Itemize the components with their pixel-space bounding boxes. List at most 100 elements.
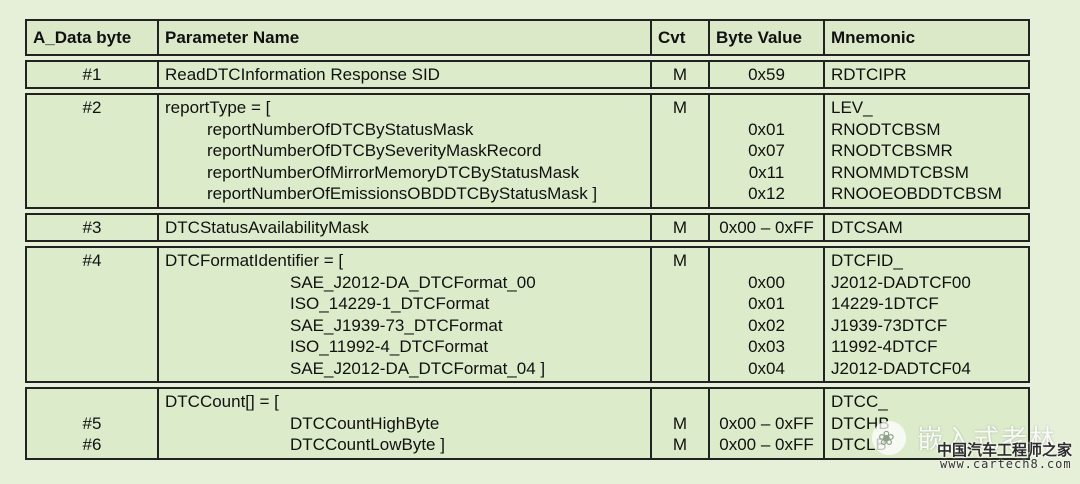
value-line: 0x00 – 0xFF	[719, 435, 814, 454]
cvt-line: M	[672, 435, 688, 454]
cell-mnemonic: DTCC_ DTCHB DTCLB	[823, 387, 1030, 460]
mnemonic-line: DTCC_	[831, 392, 888, 411]
header-mnemonic: Mnemonic	[823, 19, 1030, 56]
byte-line: #3	[82, 217, 102, 237]
header-data-byte: A_Data byte	[25, 19, 157, 56]
cvt-line	[658, 183, 702, 205]
value-line: 0x02	[748, 315, 785, 335]
value-line: 0x00 – 0xFF	[719, 217, 814, 237]
parameter-line: DTCCountLowByte ]	[290, 435, 445, 454]
cvt-line: M	[672, 251, 688, 270]
cell-cvt: M	[650, 246, 708, 383]
top-cropped-strip	[0, 0, 1080, 10]
cell-byte-value: 0x00 – 0xFF	[708, 212, 823, 242]
value-line: 0x59	[748, 64, 785, 84]
cell-cvt: M	[650, 59, 708, 89]
cell-cvt: M	[650, 93, 708, 209]
mnemonic-line: DTCFID_	[831, 251, 903, 270]
parameter-line: DTCStatusAvailabilityMask	[165, 217, 369, 237]
cvt-line	[658, 162, 702, 184]
byte-line: #6	[82, 435, 102, 454]
mnemonic-line: DTCLB	[831, 435, 887, 454]
value-line: 0x00	[748, 272, 785, 292]
cell-data-byte: #1	[25, 59, 157, 89]
byte-line: #2	[82, 98, 102, 117]
value-line: 0x01	[748, 119, 785, 139]
byte-line: #5	[82, 413, 102, 433]
cvt-line	[658, 358, 702, 380]
cvt-line	[658, 315, 702, 337]
mnemonic-line: RNODTCBSM	[831, 119, 941, 139]
mnemonic-line: LEV_	[831, 98, 873, 117]
value-line	[716, 250, 817, 272]
parameter-line: DTCFormatIdentifier = [	[165, 251, 344, 270]
parameter-line: ISO_14229-1_DTCFormat	[290, 294, 490, 313]
cell-byte-value: 0x00 0x01 0x02 0x03 0x04	[708, 246, 823, 383]
cell-mnemonic: LEV_ RNODTCBSM RNODTCBSMR RNOMMDTCBSM RNOOEO…	[823, 93, 1030, 209]
mnemonic-line: J2012-DADTCF04	[831, 358, 971, 378]
value-line: 0x00 – 0xFF	[719, 413, 814, 433]
table-row: #4 DTCFormatIdentifier = [ SAE_J2012-DA_DT…	[25, 246, 1030, 383]
parameter-line: reportType = [	[165, 98, 271, 117]
parameter-line: ReadDTCInformation Response SID	[165, 64, 440, 84]
mnemonic-line: RNOOEOBDDTCBSM	[831, 184, 1002, 203]
value-line: 0x07	[748, 141, 785, 160]
value-line: 0x01	[748, 294, 785, 313]
mnemonic-line: RNOMMDTCBSM	[831, 162, 969, 182]
parameter-line: DTCCount[] = [	[165, 392, 279, 411]
cell-parameter-name: DTCStatusAvailabilityMask	[157, 212, 650, 242]
value-line	[716, 391, 817, 413]
cvt-line	[658, 336, 702, 358]
parameter-line: ISO_11992-4_DTCFormat	[290, 337, 489, 356]
cvt-line: M	[672, 98, 688, 117]
value-line	[716, 97, 817, 119]
cvt-line	[658, 391, 702, 413]
cvt-line	[658, 140, 702, 162]
response-message-table: A_Data byte Parameter Name Cvt Byte Valu…	[25, 15, 1030, 464]
cell-data-byte: #4	[25, 246, 157, 383]
byte-line: #1	[82, 64, 102, 84]
cell-data-byte: #3	[25, 212, 157, 242]
byte-line	[33, 391, 151, 413]
cell-data-byte: #5#6	[25, 387, 157, 460]
mnemonic-line: RDTCIPR	[831, 64, 907, 84]
cell-mnemonic: DTCSAM	[823, 212, 1030, 242]
value-line: 0x03	[748, 337, 785, 356]
cell-mnemonic: RDTCIPR	[823, 59, 1030, 89]
mnemonic-line: DTCSAM	[831, 217, 903, 237]
table-body: #1 ReadDTCInformation Response SID M 0x59 RD…	[25, 59, 1030, 460]
header-cvt: Cvt	[650, 19, 708, 56]
cvt-line	[658, 272, 702, 294]
cell-cvt: M	[650, 212, 708, 242]
mnemonic-line: J1939-73DTCF	[831, 315, 948, 335]
parameter-line: SAE_J1939-73_DTCFormat	[290, 315, 503, 335]
mnemonic-line: DTCHB	[831, 413, 890, 433]
cell-data-byte: #2	[25, 93, 157, 209]
value-line: 0x04	[748, 358, 785, 378]
mnemonic-line: 14229-1DTCF	[831, 294, 939, 313]
cvt-line: M	[672, 217, 688, 237]
mnemonic-line: J2012-DADTCF00	[831, 272, 971, 292]
parameter-line: SAE_J2012-DA_DTCFormat_00	[290, 272, 536, 292]
cell-parameter-name: ReadDTCInformation Response SID	[157, 59, 650, 89]
mnemonic-line: 11992-4DTCF	[831, 337, 938, 356]
mnemonic-line: RNODTCBSMR	[831, 141, 953, 160]
table-row: #2 reportType = [reportNumberOfDTCByStatu…	[25, 93, 1030, 209]
byte-line: #4	[82, 251, 102, 270]
cvt-line: M	[672, 413, 688, 433]
table-row: #3 DTCStatusAvailabilityMask M 0x00 – 0xFF D…	[25, 212, 1030, 242]
cvt-line	[658, 293, 702, 315]
parameter-line: DTCCountHighByte	[290, 413, 440, 433]
cvt-line	[658, 119, 702, 141]
table-row: #1 ReadDTCInformation Response SID M 0x59 RD…	[25, 59, 1030, 89]
cell-mnemonic: DTCFID_ J2012-DADTCF00 14229-1DTCF J1939-73…	[823, 246, 1030, 383]
table-header-row: A_Data byte Parameter Name Cvt Byte Valu…	[25, 19, 1030, 56]
cell-parameter-name: reportType = [reportNumberOfDTCByStatusM…	[157, 93, 650, 209]
cell-parameter-name: DTCFormatIdentifier = [ SAE_J2012-DA_DTCF…	[157, 246, 650, 383]
cvt-line: M	[672, 64, 688, 84]
